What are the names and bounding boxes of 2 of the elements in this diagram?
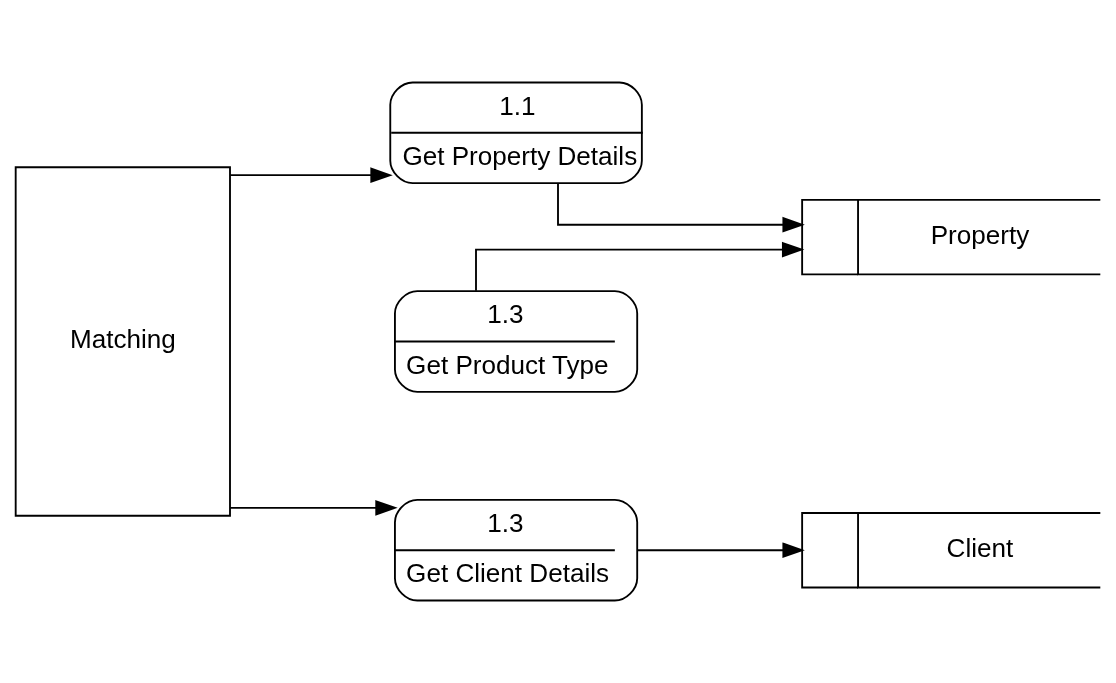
- node-text: Property: [930, 220, 1030, 251]
- node-text: Client: [946, 533, 1014, 564]
